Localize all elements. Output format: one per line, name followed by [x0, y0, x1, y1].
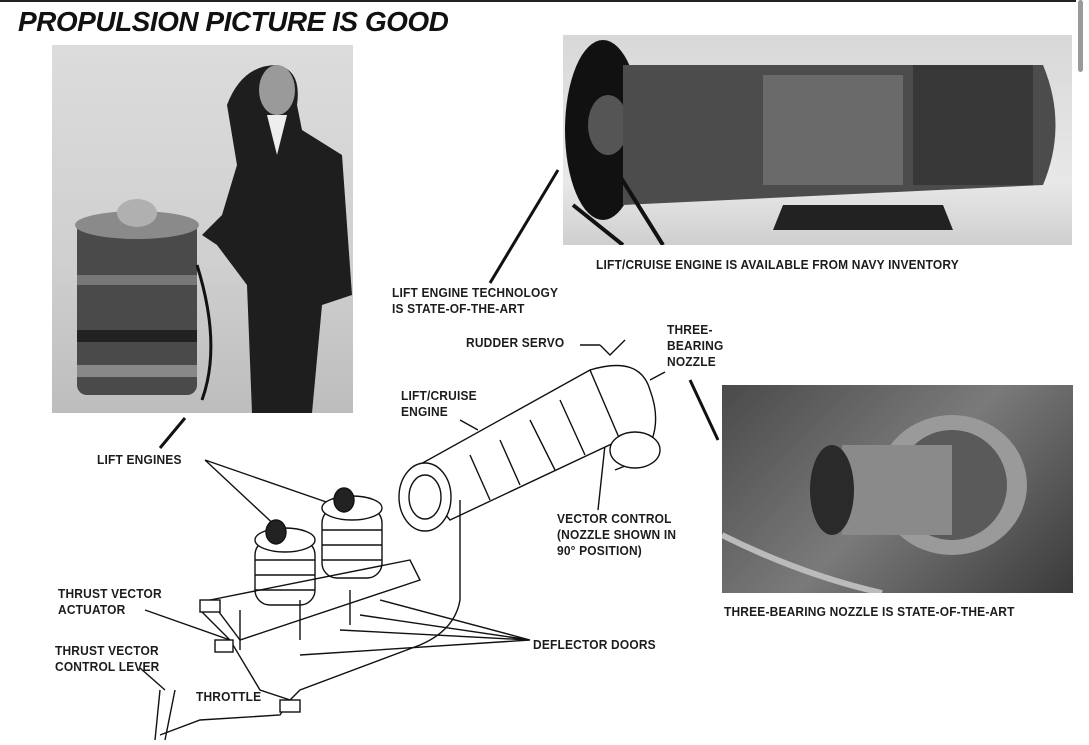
actuator-line-1: THRUST VECTOR [58, 586, 162, 601]
three-bearing-nozzle-label: THREE- BEARING NOZZLE [667, 322, 723, 370]
thrust-vector-control-lever-label: THRUST VECTOR CONTROL LEVER [55, 643, 160, 675]
lift-cruise-engine-photo-art [565, 40, 1056, 245]
nozzle-photo-art [722, 415, 1027, 593]
lift-cruise-line-2: ENGINE [401, 404, 448, 419]
deflector-doors-label: DEFLECTOR DOORS [533, 637, 656, 652]
vector-control-label: VECTOR CONTROL (NOZZLE SHOWN IN 90° POSI… [557, 511, 676, 559]
lift-tech-label: LIFT ENGINE TECHNOLOGY IS STATE-OF-THE-A… [392, 285, 558, 317]
nozzle-photo [722, 385, 1073, 593]
three-bearing-line-1: THREE- [667, 322, 713, 337]
vector-control-line-1: VECTOR CONTROL [557, 511, 672, 526]
lift-tech-line-2: IS STATE-OF-THE-ART [392, 301, 525, 316]
scrollbar[interactable] [1078, 0, 1083, 72]
thrust-vector-actuator-label: THRUST VECTOR ACTUATOR [58, 586, 162, 618]
three-bearing-line-2: BEARING [667, 338, 724, 353]
lift-cruise-engine-label: LIFT/CRUISE ENGINE [401, 388, 477, 420]
three-bearing-line-3: NOZZLE [667, 354, 716, 369]
control-lever-line-1: THRUST VECTOR [55, 643, 159, 658]
page-title: PROPULSION PICTURE IS GOOD [18, 6, 449, 37]
actuator-line-2: ACTUATOR [58, 602, 126, 617]
lift-engines-label: LIFT ENGINES [97, 452, 182, 467]
lift-cruise-engine-drawing [398, 339, 661, 532]
lift-tech-line-1: LIFT ENGINE TECHNOLOGY [392, 285, 559, 300]
lift-engine-photo-art [75, 65, 352, 413]
throttle-label: THROTTLE [196, 689, 262, 704]
vector-control-line-3: 90° POSITION) [557, 543, 642, 558]
control-lever-line-2: CONTROL LEVER [55, 659, 160, 674]
lift-engine-photo [52, 45, 353, 413]
nozzle-caption: THREE-BEARING NOZZLE IS STATE-OF-THE-ART [724, 604, 1015, 619]
rudder-servo-label: RUDDER SERVO [466, 335, 565, 350]
lift-cruise-engine-caption: LIFT/CRUISE ENGINE IS AVAILABLE FROM NAV… [596, 257, 959, 272]
top-rule [0, 0, 1076, 2]
lift-cruise-line-1: LIFT/CRUISE [401, 388, 477, 403]
lift-cruise-engine-photo [563, 35, 1072, 245]
lift-engines-drawing [208, 487, 421, 650]
vector-control-line-2: (NOZZLE SHOWN IN [557, 527, 677, 542]
